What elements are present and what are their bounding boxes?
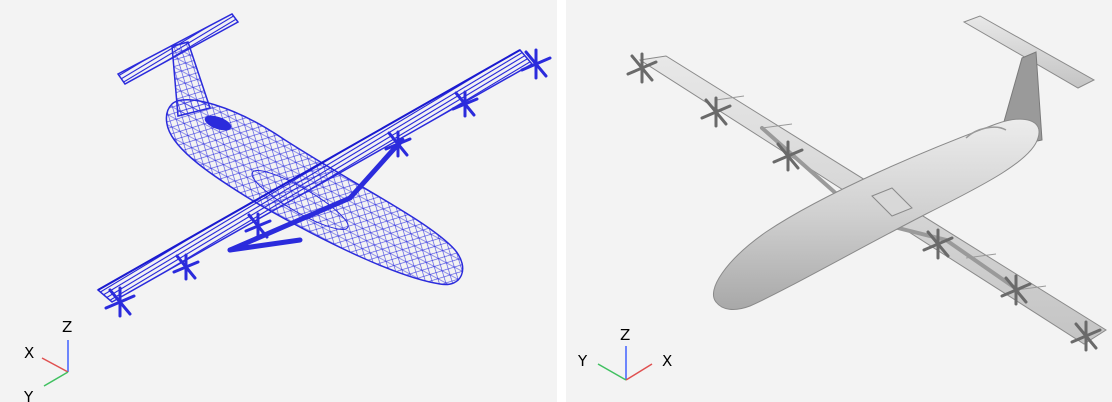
wireframe-model: Z X Y <box>23 13 552 402</box>
fuselage <box>165 99 464 286</box>
wing-struts <box>227 137 405 253</box>
axis-label-x: X <box>24 344 34 362</box>
axis-triad-icon: Z Y X <box>577 326 672 381</box>
propellers <box>104 48 552 318</box>
axis-label-z: Z <box>62 318 72 336</box>
axis-label-x: X <box>662 352 672 370</box>
horizontal-tail <box>962 15 1096 89</box>
axis-triad-icon: Z X Y <box>23 318 72 402</box>
main-wing <box>96 49 534 303</box>
shaded-model: Z Y X <box>577 15 1107 381</box>
axis-label-z: Z <box>620 326 630 344</box>
fuselage <box>712 118 1040 310</box>
wireframe-viewport[interactable]: Z X Y <box>0 0 557 402</box>
propellers <box>626 52 1102 352</box>
shaded-viewport[interactable]: Z Y X <box>566 0 1112 402</box>
axis-label-y: Y <box>23 388 34 402</box>
axis-label-y: Y <box>577 352 588 370</box>
